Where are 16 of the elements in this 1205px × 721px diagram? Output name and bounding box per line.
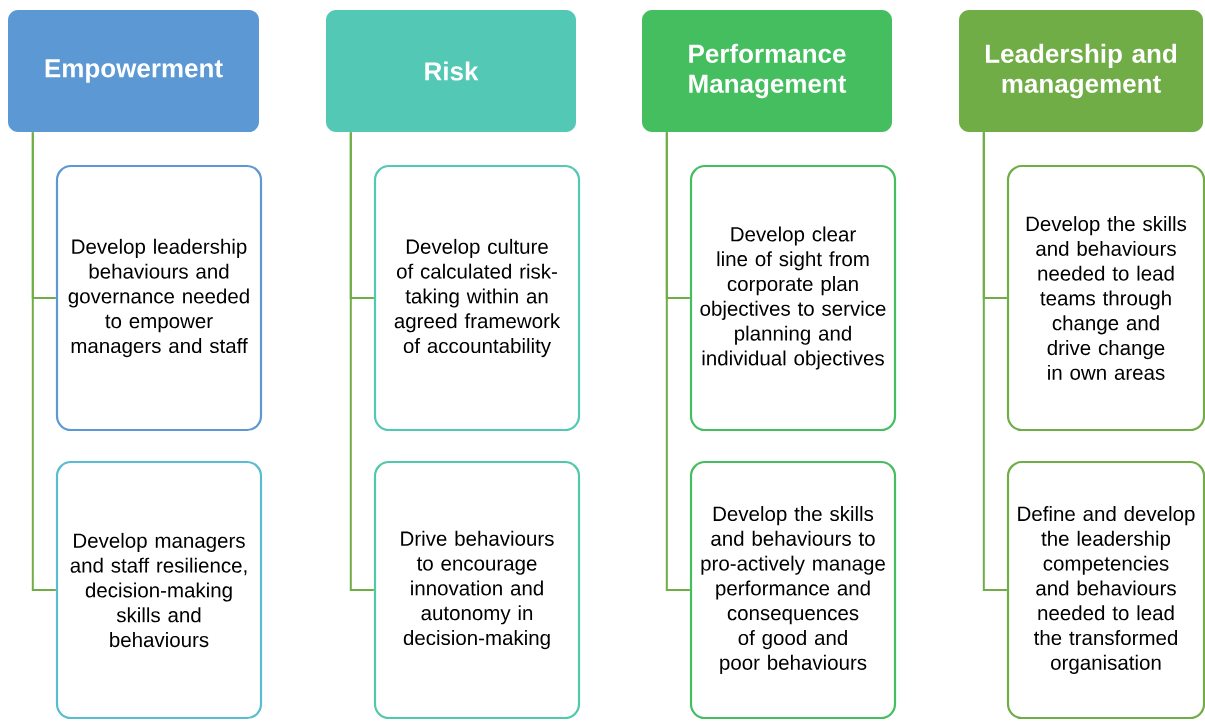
objective-box: Define and develop the leadership competencies and behaviours needed to lead the transformed organisation (1006, 460, 1205, 720)
connector-line (349, 131, 375, 591)
objective-box: Drive behaviours to encourage innovation and autonomy in decision-making (373, 460, 581, 720)
objective-box: Develop leadership behaviours and governance needed to empower managers and staff (55, 164, 263, 432)
category-header: Empowerment (8, 10, 259, 132)
connector-line (31, 131, 57, 591)
objective-box: Develop the skills and behaviours to pro-actively manage performance and consequences of good and poor behaviours (689, 460, 897, 720)
category-header: Performance Management (642, 10, 892, 132)
objective-box: Develop the skills and behaviours needed to lead teams through change and drive change in own areas (1006, 164, 1205, 432)
connector-line (665, 131, 691, 591)
category-header: Leadership and management (959, 10, 1203, 132)
objective-box: Develop managers and staff resilience, decision-making skills and behaviours (55, 460, 263, 720)
category-header: Risk (326, 10, 576, 132)
connector-line (982, 131, 1008, 591)
objective-box: Develop clear line of sight from corporate plan objectives to service planning and individual objectives (689, 164, 897, 432)
objective-box: Develop culture of calculated risk-taking within an agreed framework of accountability (373, 164, 581, 432)
